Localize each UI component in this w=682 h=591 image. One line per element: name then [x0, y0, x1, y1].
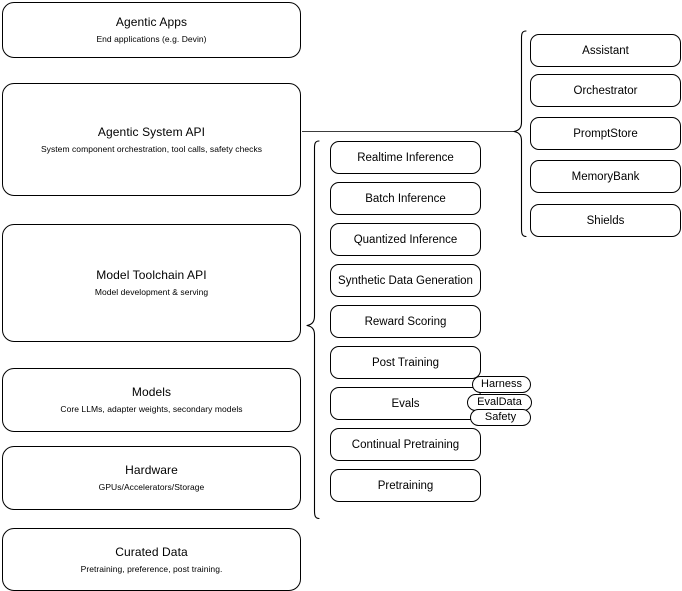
system-node-shields[interactable]: Shields — [530, 204, 681, 237]
layer-card-hardware[interactable]: Hardware GPUs/Accelerators/Storage — [2, 446, 301, 510]
node-label: Reward Scoring — [364, 315, 447, 328]
node-label: Realtime Inference — [357, 151, 454, 164]
toolchain-node-synthetic-data-generation[interactable]: Synthetic Data Generation — [330, 264, 481, 297]
layer-subtitle: End applications (e.g. Devin) — [96, 34, 207, 44]
toolchain-node-quantized-inference[interactable]: Quantized Inference — [330, 223, 481, 256]
toolchain-node-post-training[interactable]: Post Training — [330, 346, 481, 379]
layer-title: Curated Data — [115, 544, 188, 559]
pill-label: Harness — [481, 378, 522, 390]
layer-card-agentic-apps[interactable]: Agentic Apps End applications (e.g. Devi… — [2, 2, 301, 58]
system-node-promptstore[interactable]: PromptStore — [530, 117, 681, 150]
node-label: MemoryBank — [571, 170, 640, 183]
layer-subtitle: System component orchestration, tool cal… — [40, 143, 263, 154]
layer-subtitle: Core LLMs, adapter weights, secondary mo… — [60, 404, 243, 414]
node-label: Continual Pretraining — [351, 438, 460, 451]
node-label: Pretraining — [377, 479, 434, 492]
node-label: Shields — [586, 214, 625, 227]
evals-subcomponent-safety[interactable]: Safety — [470, 409, 531, 426]
toolchain-node-realtime-inference[interactable]: Realtime Inference — [330, 141, 481, 174]
evals-subcomponent-harness[interactable]: Harness — [472, 376, 531, 393]
node-label: Orchestrator — [573, 84, 638, 97]
node-label: Synthetic Data Generation — [338, 274, 473, 287]
brace-toolchain-components — [306, 140, 320, 520]
node-label: Assistant — [582, 44, 629, 57]
layer-card-models[interactable]: Models Core LLMs, adapter weights, secon… — [2, 368, 301, 432]
node-label: PromptStore — [573, 127, 638, 140]
connector-system-api-to-components — [302, 131, 515, 132]
toolchain-node-pretraining[interactable]: Pretraining — [330, 469, 481, 502]
system-node-orchestrator[interactable]: Orchestrator — [530, 74, 681, 107]
layer-title: Agentic Apps — [115, 15, 188, 29]
system-node-assistant[interactable]: Assistant — [530, 34, 681, 67]
layer-title: Hardware — [125, 463, 178, 477]
toolchain-node-continual-pretraining[interactable]: Continual Pretraining — [330, 428, 481, 461]
layer-card-agentic-system-api[interactable]: Agentic System API System component orch… — [2, 83, 301, 196]
toolchain-node-batch-inference[interactable]: Batch Inference — [330, 182, 481, 215]
layer-title: Agentic System API — [97, 124, 206, 139]
layer-card-model-toolchain-api[interactable]: Model Toolchain API Model development & … — [2, 224, 301, 342]
layer-title: Models — [131, 385, 172, 399]
toolchain-node-reward-scoring[interactable]: Reward Scoring — [330, 305, 481, 338]
system-node-memorybank[interactable]: MemoryBank — [530, 160, 681, 193]
node-label: Batch Inference — [365, 192, 446, 205]
brace-system-components — [513, 30, 527, 238]
pill-label: EvalData — [477, 396, 522, 408]
layer-card-curated-data[interactable]: Curated Data Pretraining, preference, po… — [2, 528, 301, 591]
layer-title: Model Toolchain API — [96, 268, 207, 282]
pill-label: Safety — [484, 411, 517, 423]
node-label: Evals — [391, 397, 420, 410]
layer-subtitle: Pretraining, preference, post training. — [80, 563, 223, 574]
toolchain-node-evals[interactable]: Evals — [330, 387, 481, 420]
layer-subtitle: GPUs/Accelerators/Storage — [98, 482, 205, 492]
node-label: Post Training — [371, 356, 440, 369]
layer-subtitle: Model development & serving — [94, 287, 209, 297]
node-label: Quantized Inference — [353, 233, 458, 246]
